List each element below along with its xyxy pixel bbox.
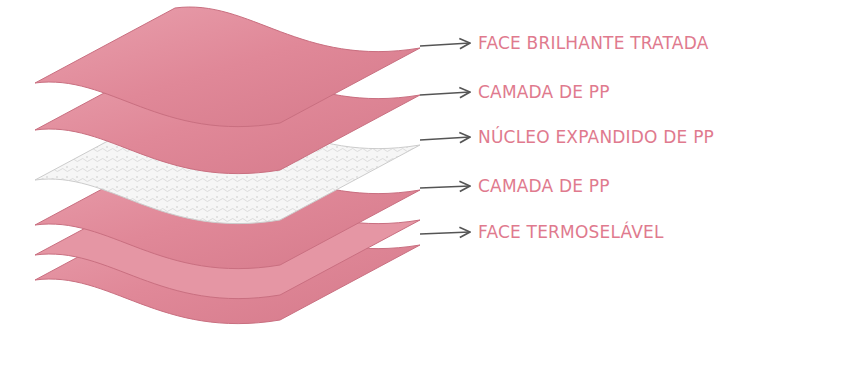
layer-label: FACE BRILHANTE TRATADA (478, 33, 709, 53)
layer-label: FACE TERMOSELÁVEL (478, 222, 664, 242)
layer-label: NÚCLEO EXPANDIDO DE PP (478, 127, 714, 147)
sheet-stack (35, 7, 420, 324)
layer-label: CAMADA DE PP (478, 176, 610, 196)
leader-arrows (420, 43, 470, 234)
layer-label: CAMADA DE PP (478, 82, 610, 102)
